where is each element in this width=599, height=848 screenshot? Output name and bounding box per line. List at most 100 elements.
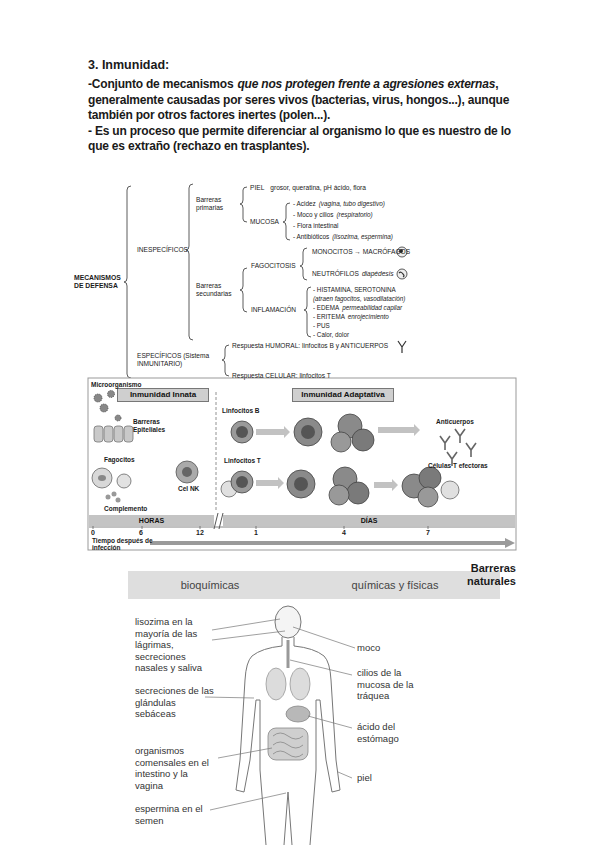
figure-label-line: Microorganismo bbox=[91, 381, 142, 389]
complement-protein bbox=[116, 498, 121, 503]
barrier-label-line: piel bbox=[357, 772, 372, 783]
column-header-text: bioquímicas bbox=[181, 579, 240, 591]
leader-line bbox=[338, 772, 352, 778]
tree-branch-line: INESPECÍFICOS bbox=[137, 246, 188, 254]
tree-root-line: MECANISMOS DE DEFENSA bbox=[74, 274, 128, 290]
axis-number: 0 bbox=[91, 529, 95, 536]
tree-leaf: PIELgrosor, queratina, pH ácido, flora bbox=[250, 184, 366, 192]
figure-label: Barreras Epiteliales bbox=[133, 418, 165, 433]
time-band: HORAS bbox=[89, 515, 214, 526]
tree-branch: Barreras secundarias bbox=[196, 282, 232, 297]
body-text-line: - Es un proceso que permite diferenciar … bbox=[88, 124, 518, 155]
time-band-text: DÍAS bbox=[361, 517, 378, 525]
phase-header: Inmunidad Adaptativa bbox=[292, 388, 394, 402]
leader-line bbox=[290, 660, 352, 675]
tree-leaf-line: - Acidez(vagina, tubo digestivo) bbox=[293, 200, 385, 208]
figure-label-line: Linfocitos B bbox=[222, 407, 260, 415]
bracket bbox=[124, 186, 131, 378]
t-cell-clone bbox=[329, 485, 349, 505]
lung bbox=[290, 668, 310, 700]
tree-leaf: - Calor, dolor bbox=[313, 331, 349, 338]
tree-leaf: - ERITEMAenrojecimiento bbox=[313, 313, 389, 321]
tree-leaf: (vagina, tubo digestivo) bbox=[319, 200, 385, 207]
tree-leaf: - Antibióticos(lisozima, espermina) bbox=[293, 233, 393, 241]
microbe bbox=[108, 391, 115, 398]
tree-branch: MUCOSA bbox=[250, 218, 279, 226]
figure-label: Linfocitos B bbox=[222, 407, 260, 415]
tree-leaf-line: - ERITEMAenrojecimiento bbox=[313, 313, 389, 321]
barrier-label-line: moco bbox=[357, 642, 380, 653]
phagocyte bbox=[117, 474, 131, 488]
tree-leaf: enrojecimiento bbox=[348, 313, 389, 320]
figure-frame bbox=[88, 378, 516, 550]
figure-label: Cel NK bbox=[178, 485, 199, 492]
figure-label: Anticuerpos bbox=[436, 418, 474, 425]
figure-label: Linfocitos T bbox=[224, 457, 261, 464]
barrier-label: espermina en el semen bbox=[135, 803, 203, 826]
axis-title-line: Tiempo después de infección bbox=[92, 537, 164, 551]
bracket bbox=[283, 203, 290, 240]
antibody-icon bbox=[398, 341, 406, 353]
bracket bbox=[186, 184, 193, 340]
tree-leaf: - HISTAMINA, SEROTONINA bbox=[313, 286, 396, 293]
tree-leaf: Respuesta CELULAR: linfocitos T bbox=[232, 372, 331, 379]
tree-leaf: (lisozima, espermina) bbox=[332, 233, 393, 240]
figure-label-line: Linfocitos T bbox=[224, 457, 261, 465]
bracket bbox=[240, 187, 247, 222]
barrier-label-line: secreciones de las glándulas sebáceas bbox=[135, 685, 215, 720]
axis-number-line: 12 bbox=[196, 529, 204, 537]
axis-number-line: 4 bbox=[342, 529, 346, 537]
leader-lines bbox=[205, 619, 355, 810]
epithelial-cells bbox=[94, 426, 133, 442]
figure-label: Complemento bbox=[104, 505, 147, 513]
tree-leaf: grosor, queratina, pH ácido, flora bbox=[270, 184, 366, 191]
figure-caption: Barreras naturales bbox=[467, 562, 516, 587]
process-arrow bbox=[378, 424, 420, 436]
lung bbox=[266, 668, 286, 700]
tree-leaf: - EDEMApermeabilidad capilar bbox=[313, 304, 402, 312]
axis-number: 7 bbox=[426, 529, 430, 536]
epithelial-cell bbox=[104, 426, 113, 442]
barrier-label: lisozima en la mayoría de las lágrimas, … bbox=[135, 616, 202, 673]
figure-label-line: Cel NK bbox=[178, 485, 199, 493]
leader-line bbox=[218, 748, 272, 758]
tree-leaf: - Moco y cilios bbox=[293, 211, 333, 218]
time-band: DÍAS bbox=[223, 515, 515, 526]
figure-label: Fagocitos bbox=[104, 456, 135, 463]
phase-header: Inmunidad Innata bbox=[117, 388, 209, 402]
tree-branch: INESPECÍFICOS bbox=[137, 246, 188, 253]
tree-leaf-line: (atraen fagocitos, vasodilatación) bbox=[313, 295, 405, 303]
figure-label: Complemento bbox=[104, 505, 147, 512]
axis-title: Tiempo después de infección bbox=[92, 537, 153, 551]
tree-leaf-line: - HISTAMINA, SEROTONINA bbox=[313, 286, 396, 294]
body-text: que nos protegen frente a agresiones ext… bbox=[237, 77, 495, 91]
tree-leaf-line: - Flora intestinal bbox=[293, 222, 338, 230]
timeline-figure bbox=[88, 378, 516, 550]
process-arrow bbox=[374, 479, 398, 491]
figure-label: Anticuerpos bbox=[436, 418, 474, 426]
barrier-label: piel bbox=[357, 772, 372, 783]
phase-separator bbox=[216, 392, 217, 512]
tree-leaf: - Acidez bbox=[293, 200, 316, 207]
axis-number: 6 bbox=[139, 529, 143, 537]
intestine-loops bbox=[273, 733, 303, 757]
axis-title: Tiempo después de infección bbox=[92, 537, 164, 551]
axis-number: 7 bbox=[426, 529, 430, 537]
cell-icon bbox=[397, 269, 407, 279]
axis-number-line: 1 bbox=[254, 529, 258, 537]
b-nucleus bbox=[301, 425, 315, 439]
axis-number: 1 bbox=[254, 529, 258, 537]
tree-leaf-line: - Calor, dolor bbox=[313, 331, 349, 339]
tree-leaf: diapédesis bbox=[362, 270, 394, 277]
figure-label-line: Fagocitos bbox=[104, 456, 135, 464]
body-text: -Conjunto de mecanismos bbox=[88, 77, 233, 91]
nk-nucleus bbox=[182, 467, 192, 477]
barrier-label-line: organismos comensales en el intestino y … bbox=[135, 745, 215, 791]
barrier-label: cilios de la mucosa de la tráquea bbox=[357, 667, 427, 702]
figure-label: Cel NK bbox=[178, 485, 199, 493]
complement-protein bbox=[112, 492, 117, 497]
microbe bbox=[94, 394, 102, 402]
tree-leaf: MONOCITOS → MACRÓFAGOS bbox=[312, 248, 410, 256]
t-nucleus bbox=[236, 476, 248, 488]
